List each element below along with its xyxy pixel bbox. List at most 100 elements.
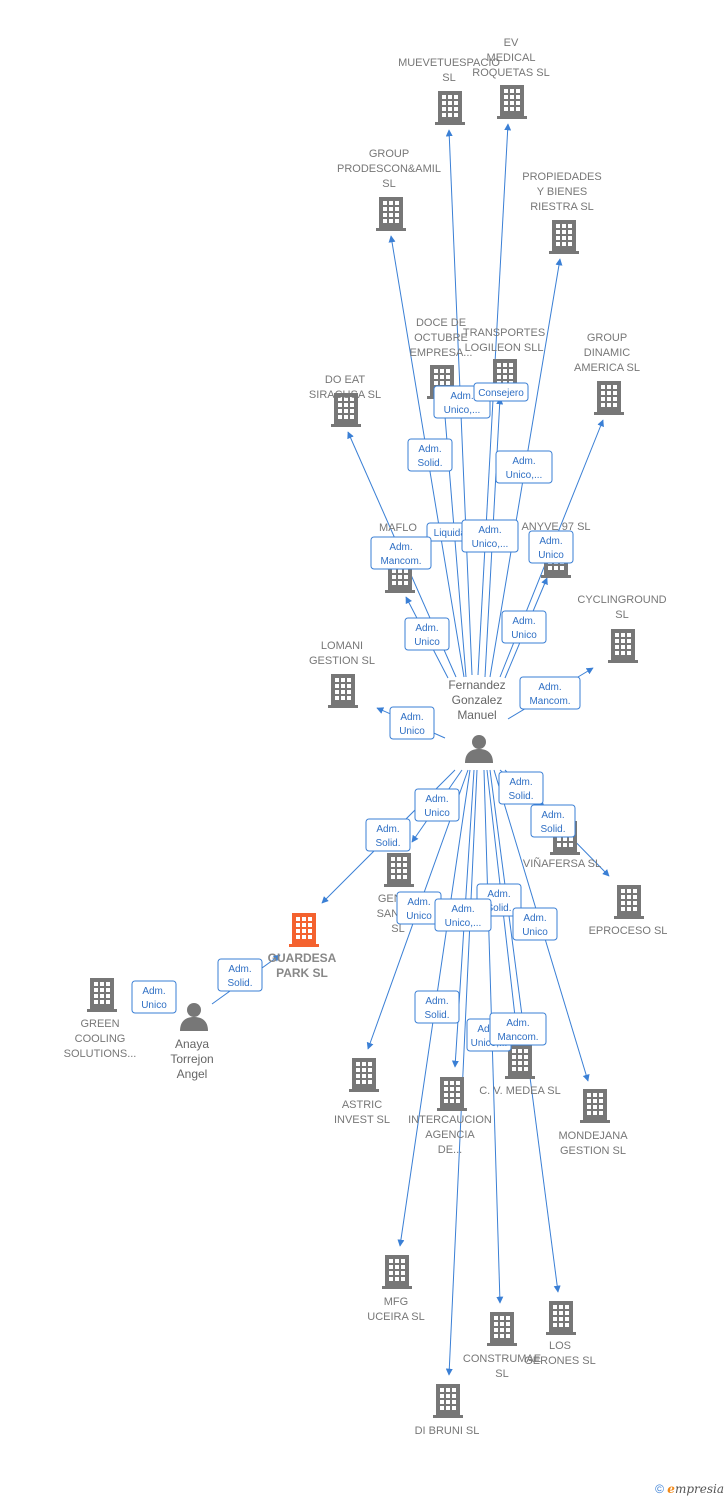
edges-layer: [211, 123, 610, 1376]
role-label-text: Adm.Solid.: [227, 964, 252, 989]
role-label: Adm.Unico: [528, 530, 574, 564]
role-label-box: [501, 610, 547, 644]
role-label-box: [530, 804, 576, 838]
copyright-symbol: ©: [655, 1482, 664, 1496]
company-label-line: PROPIEDADES: [522, 171, 601, 183]
role-label-box: [512, 907, 558, 941]
company-label-line: EMPRESA...: [410, 347, 473, 359]
role-label-box: [365, 818, 411, 852]
building-icon: [87, 978, 117, 1012]
role-label-line: Solid.: [424, 1010, 449, 1021]
role-label-line: Adm.: [425, 794, 448, 805]
role-label-line: Adm.: [451, 904, 474, 915]
role-label-line: Unico,...: [444, 405, 481, 416]
person-label-line: Fernandez: [448, 678, 505, 692]
company-label-line: SL: [615, 609, 628, 621]
role-label: Consejero: [473, 382, 529, 402]
role-label-line: Unico: [424, 808, 450, 819]
role-label-line: Adm.: [450, 391, 473, 402]
company-label: CYCLINGROUND SL: [577, 594, 666, 621]
role-label-line: Unico: [414, 637, 440, 648]
company-label-line: MEDICAL: [487, 52, 536, 64]
role-label-line: Adm.: [512, 456, 535, 467]
company-label-line: LOS: [549, 1340, 571, 1352]
building-icon: [614, 885, 644, 919]
company-label-line: INVEST SL: [334, 1114, 390, 1126]
role-label-line: Adm.: [538, 682, 561, 693]
role-label-line: Consejero: [478, 388, 524, 399]
company-node-medea[interactable]: C. V. MEDEA SL: [479, 1045, 561, 1097]
footer-watermark: © empresia: [655, 1482, 724, 1496]
building-icon: [433, 1384, 463, 1418]
role-label-box: [489, 1012, 547, 1046]
role-label-box: [434, 898, 492, 932]
company-label-line: CONSTRUMAE: [463, 1353, 541, 1365]
company-label: ANYVE 97 SL: [521, 521, 590, 533]
role-label: Adm.Unico: [131, 980, 177, 1014]
company-label-line: CYCLINGROUND: [577, 594, 666, 606]
company-node-vinafersa[interactable]: VIÑAFERSA SL: [523, 821, 601, 870]
role-label-line: Mancom.: [529, 696, 570, 707]
role-label: Adm.Mancom.: [370, 536, 432, 570]
role-label-line: Adm.: [487, 889, 510, 900]
role-label-box: [498, 771, 544, 805]
company-label-line: GROUP: [587, 332, 627, 344]
role-label: Adm.Mancom.: [489, 1012, 547, 1046]
building-icon: [435, 91, 465, 125]
role-label-text: Adm.Unico: [538, 536, 564, 561]
role-label: Adm. Unico,...: [434, 898, 492, 932]
company-label-line: AMERICA SL: [574, 362, 640, 374]
company-node-eproceso[interactable]: EPROCESO SL: [589, 885, 668, 937]
role-label-line: Solid.: [375, 838, 400, 849]
company-node-cyclinground[interactable]: CYCLINGROUND SL: [577, 594, 667, 663]
company-node-anyve[interactable]: ANYVE 97 SL: [521, 521, 591, 578]
company-label-line: AGENCIA: [425, 1129, 475, 1141]
role-label-line: Adm.: [512, 616, 535, 627]
company-label-line: ANYVE 97 SL: [521, 521, 590, 533]
building-icon: [549, 220, 579, 254]
role-label-line: Adm.: [418, 444, 441, 455]
role-label-box: [519, 676, 581, 710]
brand-logo[interactable]: empresia: [667, 1482, 724, 1496]
role-label-text: Adm.Mancom.: [380, 542, 421, 567]
company-label-line: ROQUETAS SL: [472, 67, 549, 79]
role-label-line: Unico,...: [445, 918, 482, 929]
building-icon: [289, 913, 319, 947]
company-node-dibruni[interactable]: DI BRUNI SL: [415, 1384, 480, 1437]
person-label-line: Manuel: [457, 708, 496, 722]
role-label: Adm.Unico: [512, 907, 558, 941]
role-label: Adm.Unico: [396, 891, 442, 925]
company-label-line: GUARDESA: [268, 951, 337, 965]
role-label-line: Unico: [538, 550, 564, 561]
role-label-line: Solid.: [227, 978, 252, 989]
company-label-line: MONDEJANA: [558, 1130, 628, 1142]
role-label-text: Adm.Unico: [141, 986, 167, 1011]
